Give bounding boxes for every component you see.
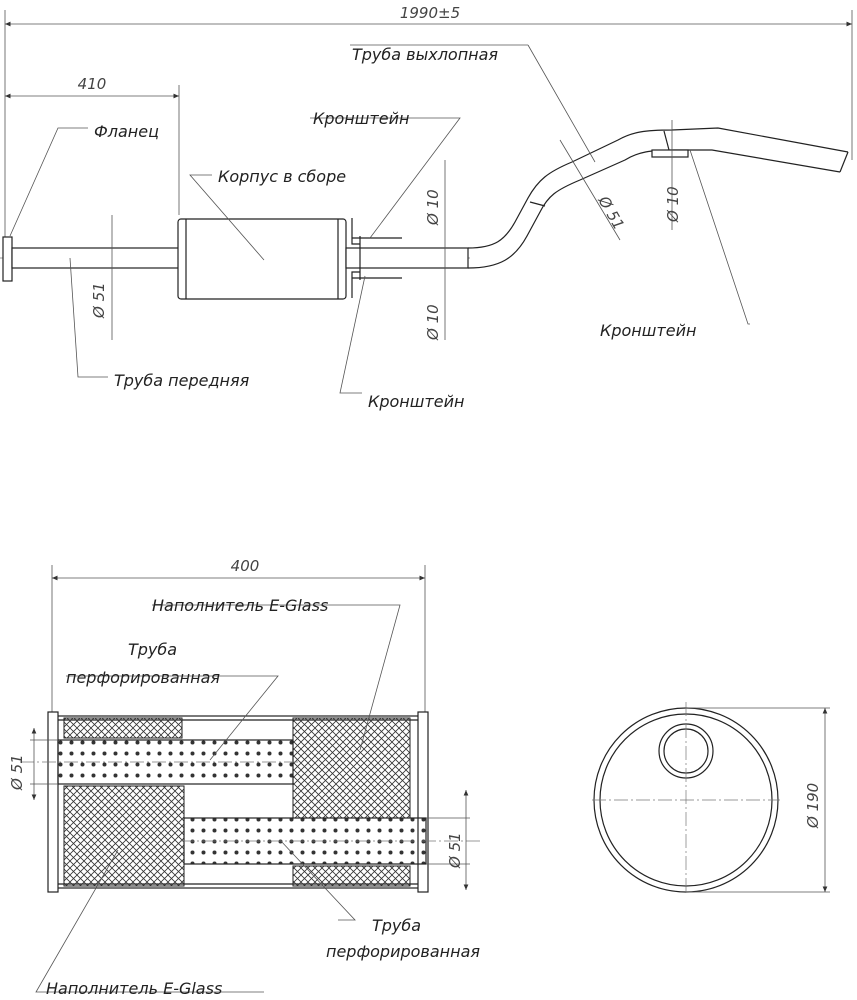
filler-bottom-left	[63, 785, 185, 887]
bracket-upper-diameter: Ø 10	[424, 189, 442, 226]
front-pipe-diameter: Ø 51	[90, 282, 108, 319]
bracket-right-diameter: Ø 10	[664, 186, 682, 223]
front-pipe	[11, 247, 181, 269]
label-filler-bottom: Наполнитель E-Glass	[46, 979, 222, 998]
section-view: 400 Ø 51 Ø 51 Наполнитель E-Glass Труба	[8, 557, 480, 998]
top-view: 1990±5 410 Ø 51 Ø 10 Ø 10	[0, 4, 853, 411]
filler-top-left	[63, 717, 183, 739]
exhaust-pipe	[467, 127, 849, 249]
label-perforated-bottom-2: перфорированная	[326, 942, 480, 961]
label-bracket-top: Кронштейн	[313, 109, 409, 128]
label-perforated-top-1: Труба	[128, 640, 177, 659]
flange	[2, 236, 13, 282]
filler-bottom-right	[292, 865, 411, 887]
label-bracket-bottom: Кронштейн	[368, 392, 464, 411]
muffler-body	[177, 218, 347, 300]
label-filler-top: Наполнитель E-Glass	[152, 596, 328, 615]
label-bracket-right: Кронштейн	[600, 321, 696, 340]
bracket-lower-diameter: Ø 10	[424, 304, 442, 341]
label-perforated-bottom-1: Труба	[372, 916, 421, 935]
label-exhaust-pipe: Труба выхлопная	[352, 45, 498, 64]
section-length-dim: 400	[231, 557, 260, 575]
end-diameter: Ø 190	[804, 783, 822, 829]
end-view: Ø 190	[592, 702, 830, 895]
outlet-diameter: Ø 51	[446, 832, 464, 869]
overall-length-dim: 1990±5	[400, 4, 460, 22]
label-front-pipe: Труба передняя	[114, 371, 250, 390]
label-body-assembly: Корпус в сборе	[218, 167, 346, 186]
inlet-diameter: Ø 51	[8, 754, 26, 791]
front-length-dim: 410	[78, 75, 107, 93]
exhaust-pipe-diameter: Ø 51	[594, 192, 628, 233]
label-flange: Фланец	[94, 122, 159, 141]
label-perforated-top-2: перфорированная	[66, 668, 220, 687]
filler-top-right	[292, 717, 411, 819]
